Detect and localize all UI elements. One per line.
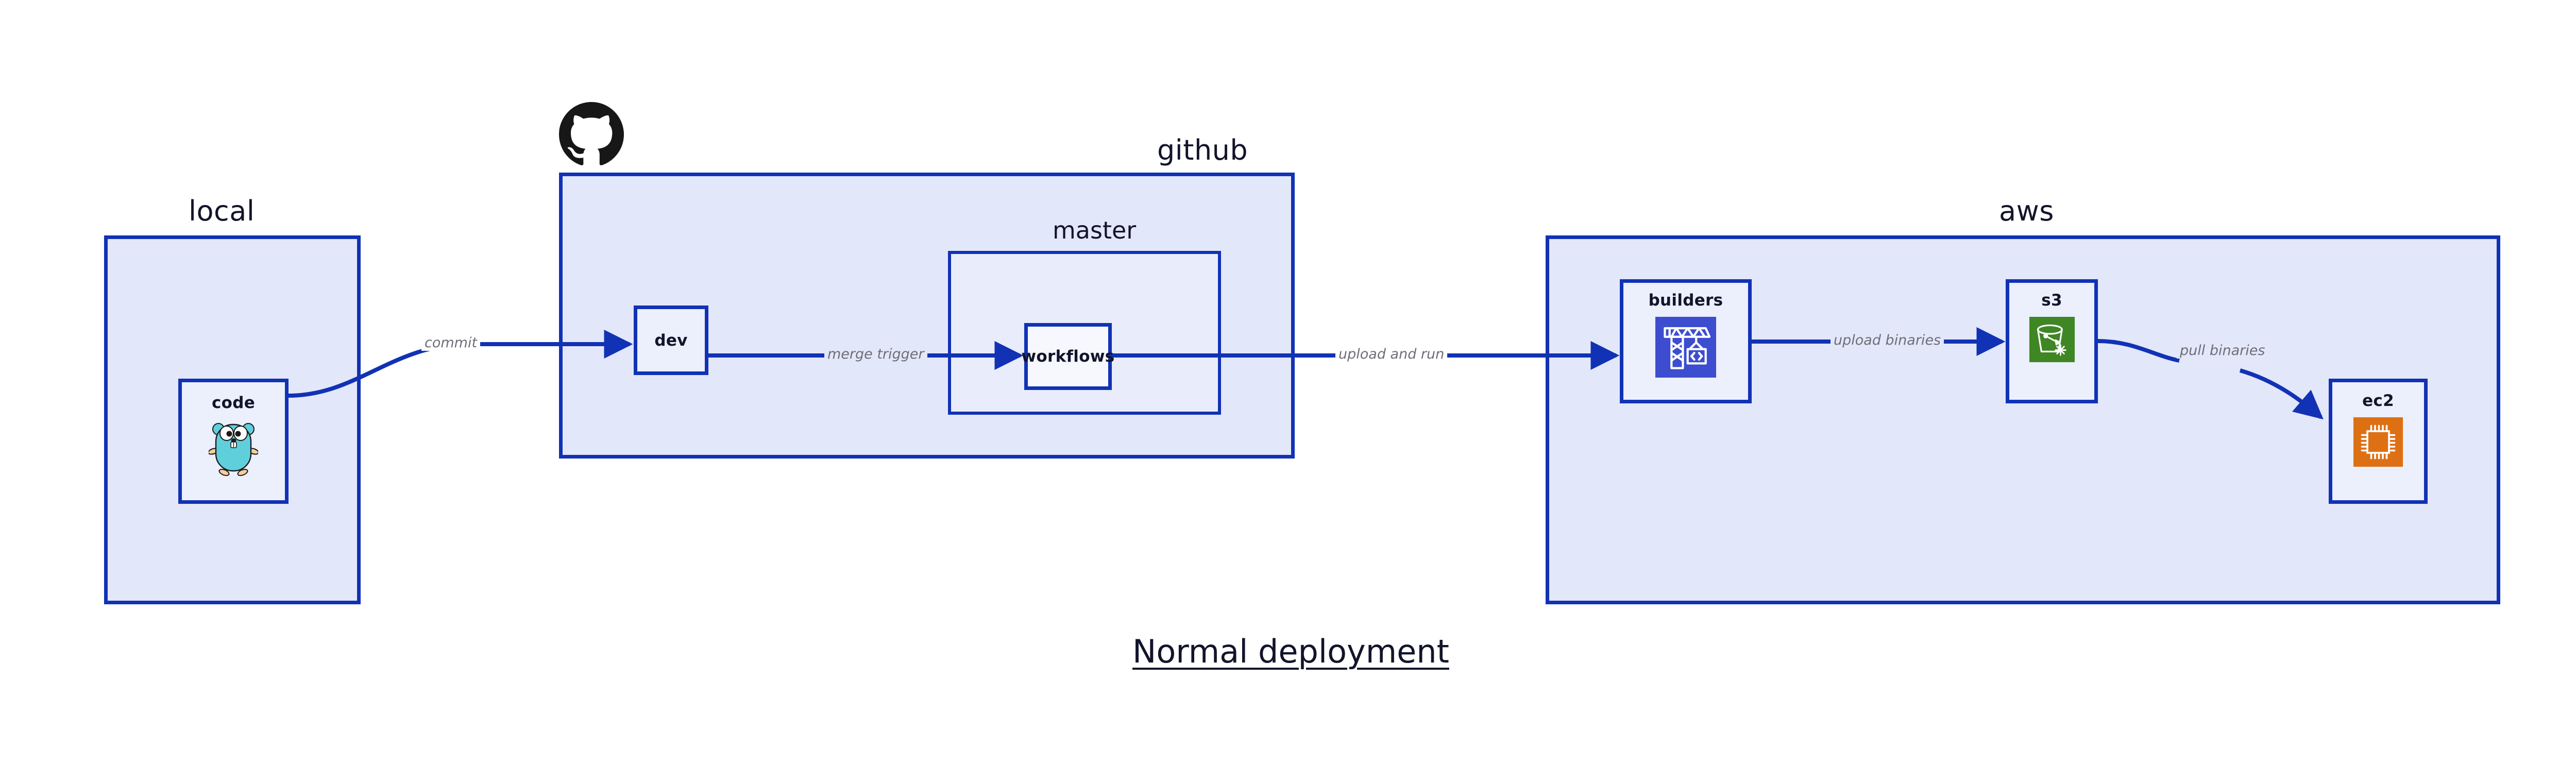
edge-label-pull-binaries: pull binaries — [2177, 343, 2268, 359]
node-code[interactable]: code — [178, 379, 289, 504]
node-label-ec2: ec2 — [2362, 392, 2394, 410]
edge-label-commit: commit — [421, 335, 481, 351]
subgroup-label-master: master — [1053, 216, 1137, 244]
group-label-local: local — [189, 195, 255, 227]
diagram-caption: Normal deployment — [1132, 633, 1449, 670]
edge-label-merge-trigger: merge trigger — [824, 346, 927, 362]
crane-code-icon — [1655, 317, 1716, 378]
group-label-github: github — [1157, 134, 1248, 166]
edge-label-upload-binaries: upload binaries — [1831, 332, 1944, 348]
node-dev[interactable]: dev — [634, 305, 708, 375]
node-label-dev: dev — [654, 331, 688, 350]
go-gopher-icon — [208, 419, 259, 478]
node-workflows[interactable]: workflows — [1021, 323, 1115, 390]
github-octocat-icon — [559, 102, 624, 169]
node-label-workflows: workflows — [1021, 347, 1115, 366]
node-label-builders: builders — [1648, 291, 1723, 310]
node-builders[interactable]: builders — [1620, 279, 1752, 403]
node-label-code: code — [211, 394, 256, 412]
node-ec2[interactable]: ec2 — [2329, 379, 2428, 504]
s3-bucket-icon — [2029, 317, 2075, 362]
group-label-aws: aws — [1999, 195, 2054, 227]
edge-label-upload-and-run: upload and run — [1335, 346, 1448, 362]
node-label-s3: s3 — [2041, 291, 2062, 310]
ec2-chip-icon — [2353, 417, 2403, 467]
node-s3[interactable]: s3 — [2006, 279, 2098, 403]
